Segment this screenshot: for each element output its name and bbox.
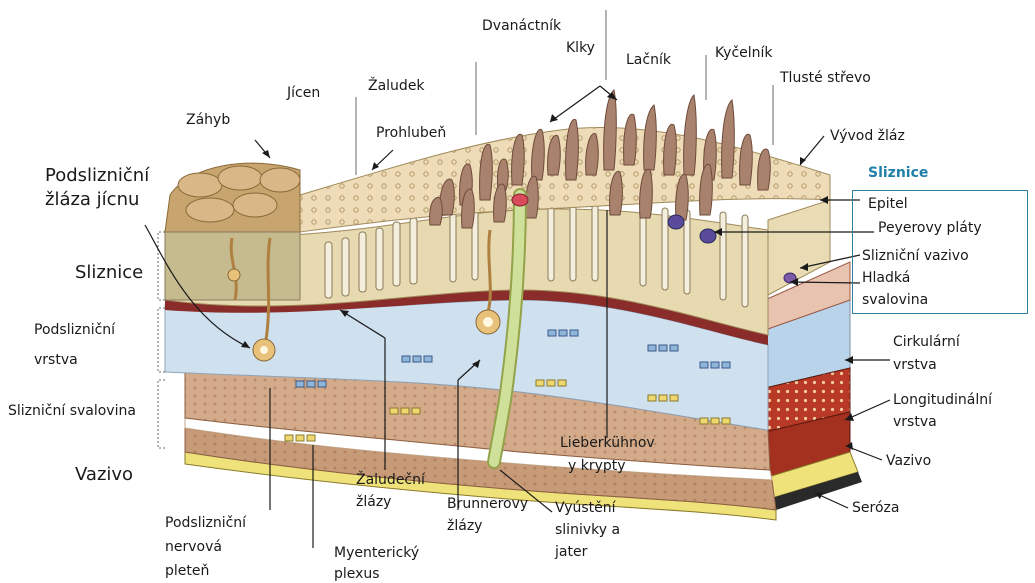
label-connective-right: Vazivo xyxy=(886,453,931,470)
label-gland-duct: Vývod žláz xyxy=(830,128,905,145)
label-large-intestine: Tlusté střevo xyxy=(780,70,871,87)
label-stomach: Žaludek xyxy=(368,78,425,95)
label-connective-left: Vazivo xyxy=(75,464,133,486)
label-circular-1: Cirkulární xyxy=(893,334,960,351)
label-duct-opening-3: jater xyxy=(555,544,587,561)
esophagus-folds xyxy=(165,163,300,300)
label-esophageal-gland-2: žláza jícnu xyxy=(45,189,139,211)
label-mucosa-title: Sliznice xyxy=(868,165,928,182)
label-muscularis-mucosae: Slizniční svalovina xyxy=(8,403,136,420)
label-circular-2: vrstva xyxy=(893,357,937,374)
label-crypts-2: y krypty xyxy=(568,458,626,475)
label-submucosa-2: vrstva xyxy=(34,352,78,369)
label-submucosal-plexus-3: pleteň xyxy=(165,563,209,580)
label-jejunum: Lačník xyxy=(626,52,671,69)
label-mucosa-left: Sliznice xyxy=(75,262,143,284)
layer-brackets xyxy=(158,232,165,448)
label-esophageal-gland-1: Podslizniční xyxy=(45,165,149,187)
label-brunner-2: žlázy xyxy=(447,518,482,535)
label-submucosal-plexus-1: Podslizniční xyxy=(165,515,246,532)
label-ileum: Kyčelník xyxy=(715,45,773,62)
cross-section-end xyxy=(765,200,862,510)
label-peyer-patches: Peyerovy pláty xyxy=(878,220,982,237)
label-smooth-muscle-2: svalovina xyxy=(862,292,928,309)
peyer-patch xyxy=(700,229,716,243)
label-submucosa-1: Podslizniční xyxy=(34,322,115,339)
label-epithelium: Epitel xyxy=(868,196,908,213)
label-villi: Klky xyxy=(566,40,595,57)
label-myenteric-plexus-1: Myenterický xyxy=(334,545,419,562)
label-gastric-glands-1: Žaludeční xyxy=(356,472,425,489)
label-gastric-glands-2: žlázy xyxy=(356,494,391,511)
label-crypts-1: Lieberkühnov xyxy=(560,435,655,452)
label-longitudinal-2: vrstva xyxy=(893,414,937,431)
label-myenteric-plexus-2: plexus xyxy=(334,566,380,583)
label-serosa: Seróza xyxy=(852,500,899,517)
label-lamina-propria: Slizniční vazivo xyxy=(862,248,969,265)
label-fold: Záhyb xyxy=(186,112,230,129)
label-submucosal-plexus-2: nervová xyxy=(165,539,222,556)
label-smooth-muscle-1: Hladká xyxy=(862,270,910,287)
label-duct-opening-2: slinivky a xyxy=(555,522,620,539)
label-longitudinal-1: Longitudinální xyxy=(893,392,992,409)
peyer-patch xyxy=(668,215,684,229)
label-esophagus: Jícen xyxy=(287,85,320,102)
label-pit: Prohlubeň xyxy=(376,125,446,142)
label-duct-opening-1: Vyústění xyxy=(555,500,616,517)
label-brunner-1: Brunnerovy xyxy=(447,496,528,513)
label-duodenum: Dvanáctník xyxy=(482,18,561,35)
